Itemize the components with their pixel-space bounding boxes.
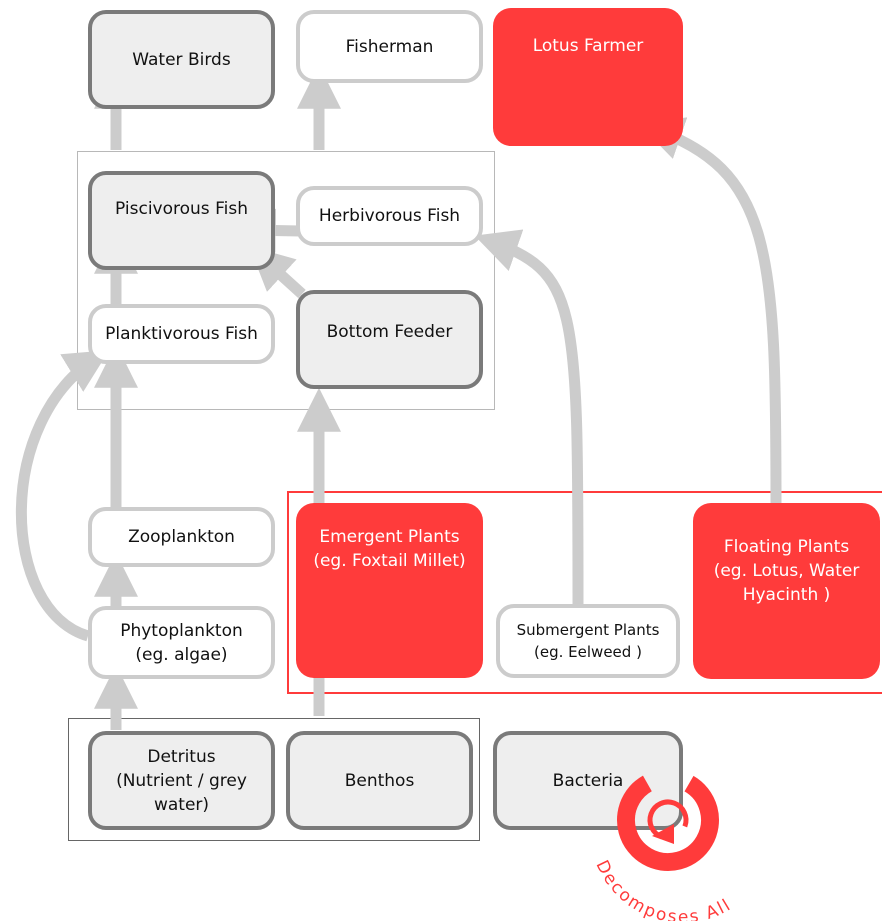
node-zooplankton: Zooplankton <box>88 507 275 567</box>
node-floating-plants: Floating Plants (eg. Lotus, Water Hyacin… <box>693 503 880 679</box>
node-bacteria: Bacteria <box>493 731 683 830</box>
node-phytoplankton: Phytoplankton (eg. algae) <box>88 606 275 679</box>
decompose-cycle-icon: Decomposes All <box>592 769 733 921</box>
node-bottom-feeder: Bottom Feeder <box>296 290 483 389</box>
node-detritus: Detritus (Nutrient / grey water) <box>88 731 275 830</box>
node-planktivorous-fish: Planktivorous Fish <box>88 304 275 364</box>
arrow-phytoplankton-to-planktivorous <box>15 350 110 642</box>
node-herbivorous-fish: Herbivorous Fish <box>296 186 483 246</box>
node-lotus-farmer: Lotus Farmer <box>493 8 683 146</box>
detritus-group-frame <box>68 718 480 841</box>
node-submergent-plants: Submergent Plants (eg. Eelweed ) <box>496 604 680 678</box>
node-water-birds: Water Birds <box>88 10 275 109</box>
node-benthos: Benthos <box>286 731 473 830</box>
node-fisherman: Fisherman <box>296 10 483 83</box>
fish-group-frame <box>77 151 495 410</box>
arrow-floating-to-lotusfarmer <box>638 117 782 506</box>
node-piscivorous-fish: Piscivorous Fish <box>88 171 275 270</box>
node-emergent-plants: Emergent Plants (eg. Foxtail Millet) <box>296 503 483 678</box>
plants-group-frame <box>287 491 882 694</box>
arrow-submergent-to-herbivorous <box>474 229 584 605</box>
